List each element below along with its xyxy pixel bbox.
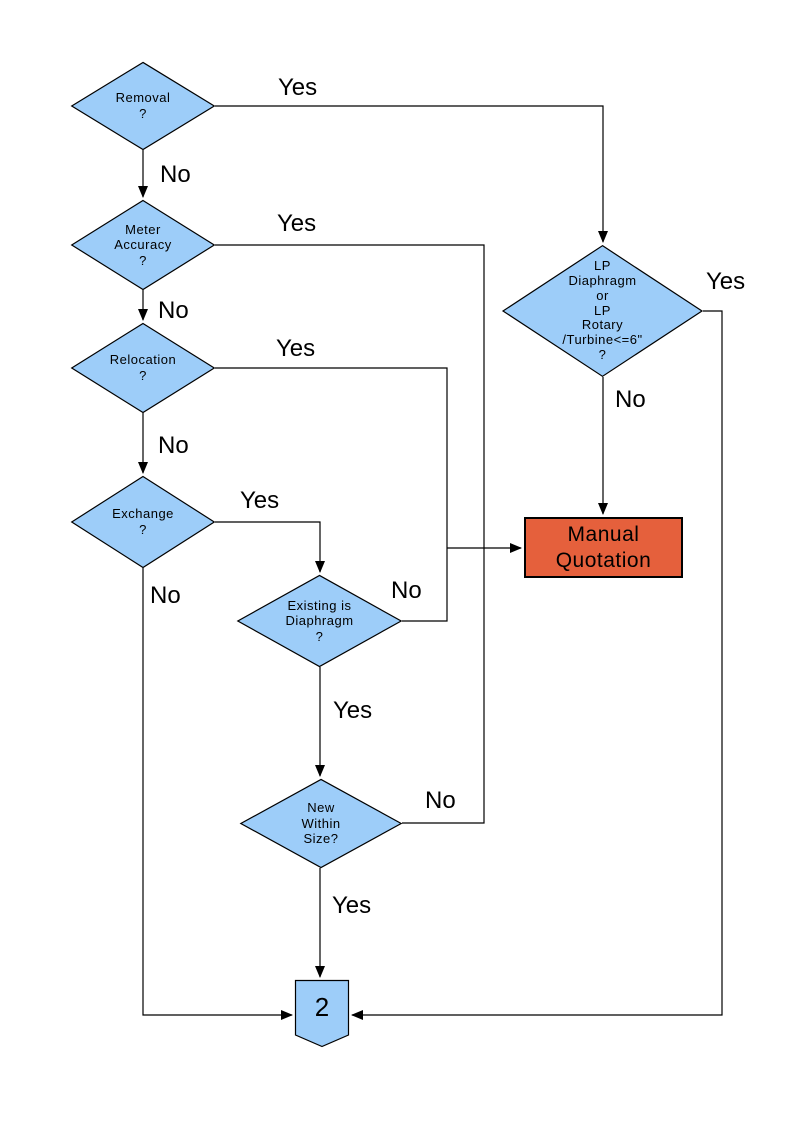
edge-new-within-size-no xyxy=(402,548,485,824)
edge-label-new-within-size-yes: Yes xyxy=(332,892,372,919)
edge-label-lp-no: No xyxy=(615,386,646,413)
edge-meter-accuracy-yes xyxy=(215,244,485,548)
decision-meter-accuracy: Meter Accuracy ? xyxy=(71,200,215,290)
diamond-shape xyxy=(71,476,215,568)
edge-label-existing-diaphragm-yes: Yes xyxy=(333,697,373,724)
decision-removal: Removal ? xyxy=(71,62,215,150)
decision-lp-type: LP Diaphragm or LP Rotary /Turbine<=6" ? xyxy=(502,245,703,377)
decision-relocation-label: Relocation ? xyxy=(109,352,177,383)
decision-relocation: Relocation ? xyxy=(71,323,215,413)
diamond-shape xyxy=(502,245,703,377)
process-manual-quotation: Manual Quotation xyxy=(524,517,683,578)
offpage-connector-2-label: 2 xyxy=(314,991,330,1022)
decision-existing-diaphragm: Existing is Diaphragm ? xyxy=(237,575,402,667)
edge-label-removal-no: No xyxy=(160,161,191,188)
decision-exchange: Exchange ? xyxy=(71,476,215,568)
decision-meter-accuracy-label: Meter Accuracy ? xyxy=(114,221,172,268)
edge-label-exchange-yes: Yes xyxy=(240,487,280,514)
diamond-shape xyxy=(71,62,215,150)
edge-label-meter-accuracy-yes: Yes xyxy=(277,210,317,237)
decision-removal-label: Removal ? xyxy=(115,90,171,121)
diamond-shape xyxy=(237,575,402,667)
edge-exchange-yes xyxy=(215,521,325,573)
decision-exchange-label: Exchange ? xyxy=(112,506,174,537)
edge-label-lp-yes: Yes xyxy=(706,268,746,295)
decision-existing-diaphragm-label: Existing is Diaphragm ? xyxy=(285,597,354,644)
offpage-connector-2: 2 xyxy=(295,980,349,1047)
diamond-shape xyxy=(71,323,215,413)
diamond-shape xyxy=(71,200,215,290)
edge-label-relocation-no: No xyxy=(158,432,189,459)
edge-existing-diaphragm-no xyxy=(402,548,448,622)
edge-label-existing-diaphragm-no: No xyxy=(391,577,422,604)
edge-removal-yes xyxy=(215,105,608,243)
edge-label-new-within-size-no: No xyxy=(425,787,456,814)
decision-lp-type-label: LP Diaphragm or LP Rotary /Turbine<=6" ? xyxy=(562,257,643,363)
edge-label-removal-yes: Yes xyxy=(278,74,318,101)
pentagon-shape xyxy=(295,980,349,1047)
process-manual-quotation-label: Manual Quotation xyxy=(555,523,652,572)
edge-label-relocation-yes: Yes xyxy=(276,335,316,362)
edge-relocation-yes xyxy=(215,367,448,548)
decision-new-within-size-label: New Within Size? xyxy=(301,800,341,847)
diamond-shape xyxy=(240,779,402,868)
edge-label-exchange-no: No xyxy=(150,582,181,609)
edge-label-meter-accuracy-no: No xyxy=(158,297,189,324)
decision-new-within-size: New Within Size? xyxy=(240,779,402,868)
edge-exchange-no xyxy=(142,568,293,1020)
edge-lp-yes xyxy=(351,310,723,1020)
